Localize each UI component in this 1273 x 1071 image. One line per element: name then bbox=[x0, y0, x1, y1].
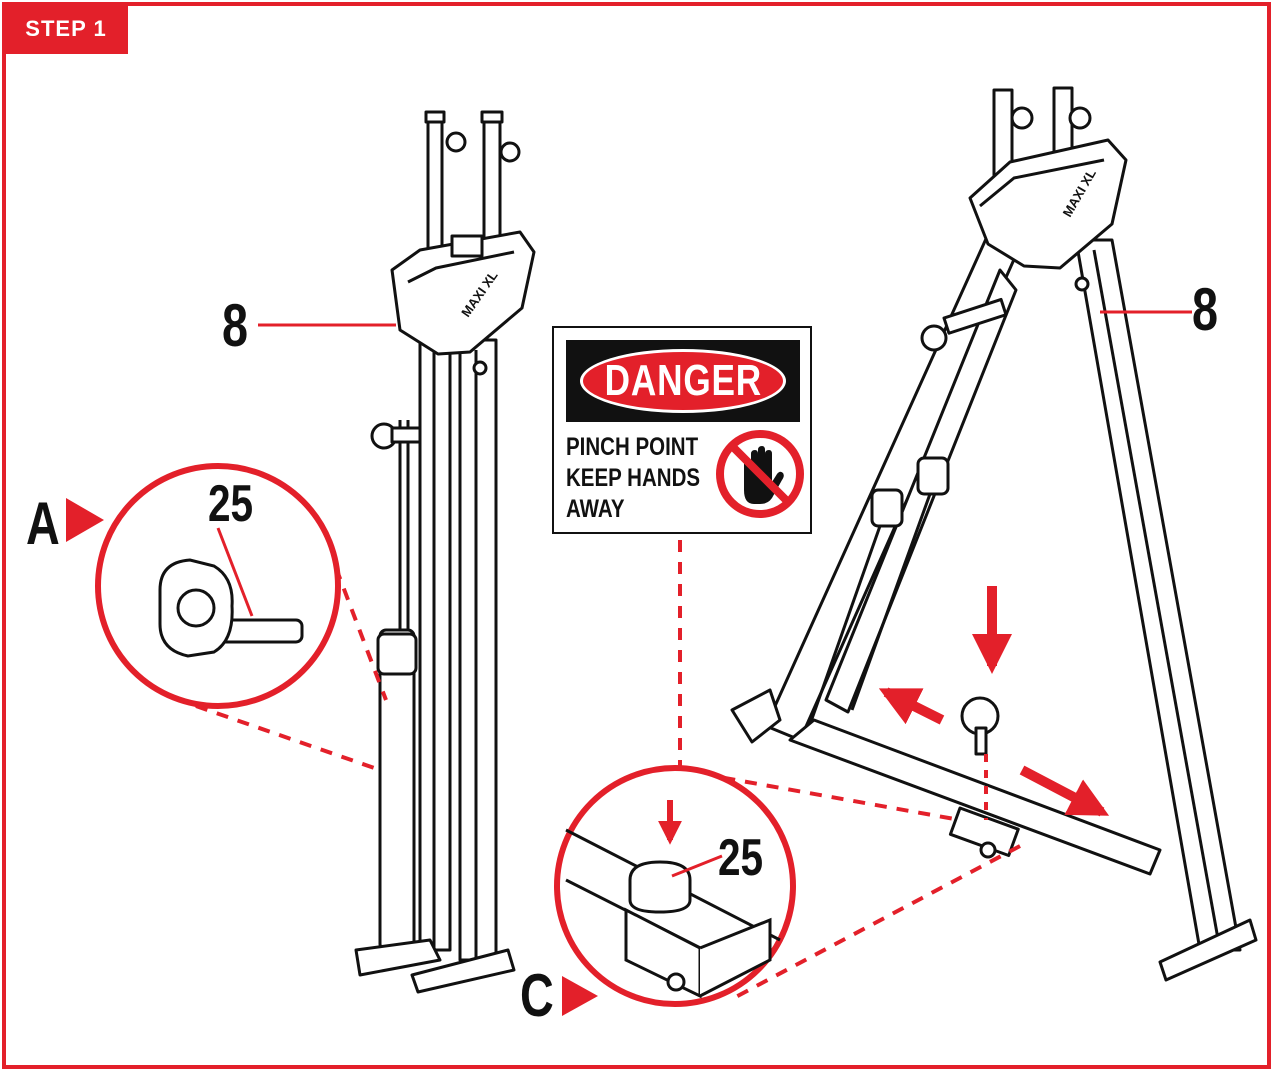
part-label-8-right: 8 bbox=[1192, 276, 1219, 343]
danger-line-3: AWAY bbox=[566, 495, 625, 523]
detail-letter-a: A bbox=[26, 490, 60, 557]
danger-message: PINCH POINT KEEP HANDS AWAY bbox=[566, 432, 701, 525]
danger-header: DANGER bbox=[566, 340, 800, 422]
danger-line-2: KEEP HANDS bbox=[566, 464, 701, 492]
danger-warning-label: DANGER PINCH POINT KEEP HANDS AWAY bbox=[552, 326, 812, 534]
no-hand-icon bbox=[716, 430, 804, 518]
unfolded-machine: MAXI XL bbox=[730, 86, 1258, 982]
detail-a-part-label: 25 bbox=[208, 475, 254, 533]
step-tab: STEP 1 bbox=[4, 4, 128, 54]
danger-oval: DANGER bbox=[580, 349, 786, 413]
danger-line-1: PINCH POINT bbox=[566, 433, 699, 461]
detail-letter-c: C bbox=[520, 962, 554, 1029]
folded-machine: MAXI XL bbox=[354, 110, 536, 994]
detail-c-part-label: 25 bbox=[718, 829, 764, 887]
part-label-8-left: 8 bbox=[222, 292, 249, 359]
direction-arrows bbox=[878, 586, 1110, 817]
danger-heading: DANGER bbox=[604, 356, 762, 405]
detail-a bbox=[66, 463, 388, 772]
detail-c bbox=[554, 540, 1021, 1016]
